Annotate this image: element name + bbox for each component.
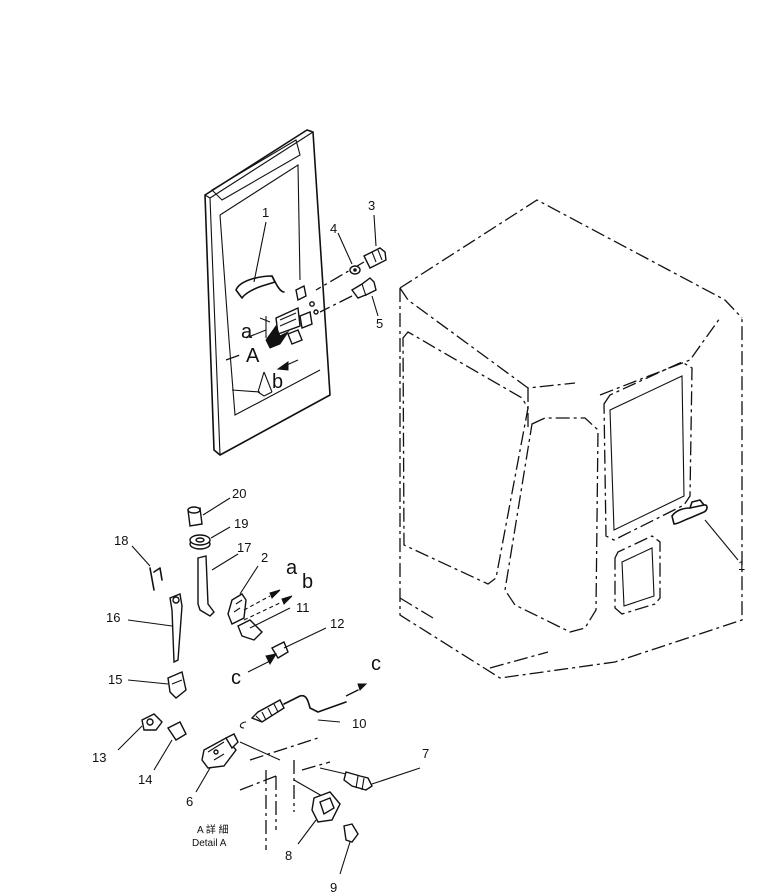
callout-11: 11 xyxy=(296,600,310,615)
lever-17 xyxy=(197,553,239,617)
leader-1-door xyxy=(253,221,267,283)
callout-20: 20 xyxy=(232,486,246,501)
bolt-7 xyxy=(343,767,421,791)
callout-12: 12 xyxy=(330,616,344,631)
cab-body xyxy=(399,199,743,679)
arrow-c-left xyxy=(265,653,278,666)
callout-5: 5 xyxy=(376,316,383,331)
callout-16: 16 xyxy=(106,610,120,625)
arrow-A-detail xyxy=(259,316,290,349)
detail-caption-en: Detail A xyxy=(192,838,227,849)
leader-c-left xyxy=(247,659,273,673)
bolt-9 xyxy=(339,823,359,875)
callout-15: 15 xyxy=(108,672,122,687)
ref-A-door: A xyxy=(246,345,260,367)
bracket-b-door xyxy=(257,371,273,397)
callout-18: 18 xyxy=(114,533,128,548)
callout-19: 19 xyxy=(234,516,248,531)
ref-a-link: a xyxy=(286,557,298,579)
callout-8: 8 xyxy=(285,848,292,863)
callout-1: 1 xyxy=(262,205,269,220)
ref-c-left: c xyxy=(231,667,241,689)
door-handle xyxy=(235,275,285,299)
callout-1b: 1 xyxy=(738,558,745,573)
callout-13: 13 xyxy=(92,750,106,765)
callout-6: 6 xyxy=(186,794,193,809)
callout-14: 14 xyxy=(138,772,152,787)
leader-3 xyxy=(373,214,377,247)
ref-a-door: a xyxy=(241,321,253,343)
rod-16 xyxy=(127,593,183,664)
callout-2: 2 xyxy=(261,550,268,565)
leader-4 xyxy=(337,232,353,265)
callout-7: 7 xyxy=(422,746,429,761)
striker-8 xyxy=(297,791,341,845)
cable-10 xyxy=(239,683,368,729)
clip-15 xyxy=(127,671,187,699)
ref-b-link: b xyxy=(302,571,313,593)
bushing-19 xyxy=(189,526,231,550)
bolt-20 xyxy=(187,497,231,527)
clip-18 xyxy=(131,545,163,591)
clip-13 xyxy=(117,713,163,751)
callout-9: 9 xyxy=(330,880,337,895)
detail-A-lines xyxy=(239,737,347,850)
callout-10: 10 xyxy=(352,716,366,731)
leader-a-door xyxy=(245,329,267,339)
bolt-5 xyxy=(319,277,377,313)
callout-3: 3 xyxy=(368,198,375,213)
pin-12 xyxy=(271,627,327,659)
cab-handle xyxy=(671,499,739,561)
arrow-b-head xyxy=(276,361,289,371)
latch-6 xyxy=(195,733,239,793)
leader-5 xyxy=(371,295,379,317)
washer-4 xyxy=(349,265,361,275)
bracket-2 xyxy=(227,565,293,625)
door-panel xyxy=(204,129,331,456)
callout-4: 4 xyxy=(330,221,337,236)
clip-11 xyxy=(237,607,291,641)
detail-caption-jp: A 詳 細 xyxy=(197,823,229,836)
ref-b-door: b xyxy=(272,371,283,393)
callout-17: 17 xyxy=(237,540,251,555)
door-lock-assembly xyxy=(275,284,319,345)
ref-c-right: c xyxy=(371,653,381,675)
pin-14 xyxy=(153,721,187,771)
